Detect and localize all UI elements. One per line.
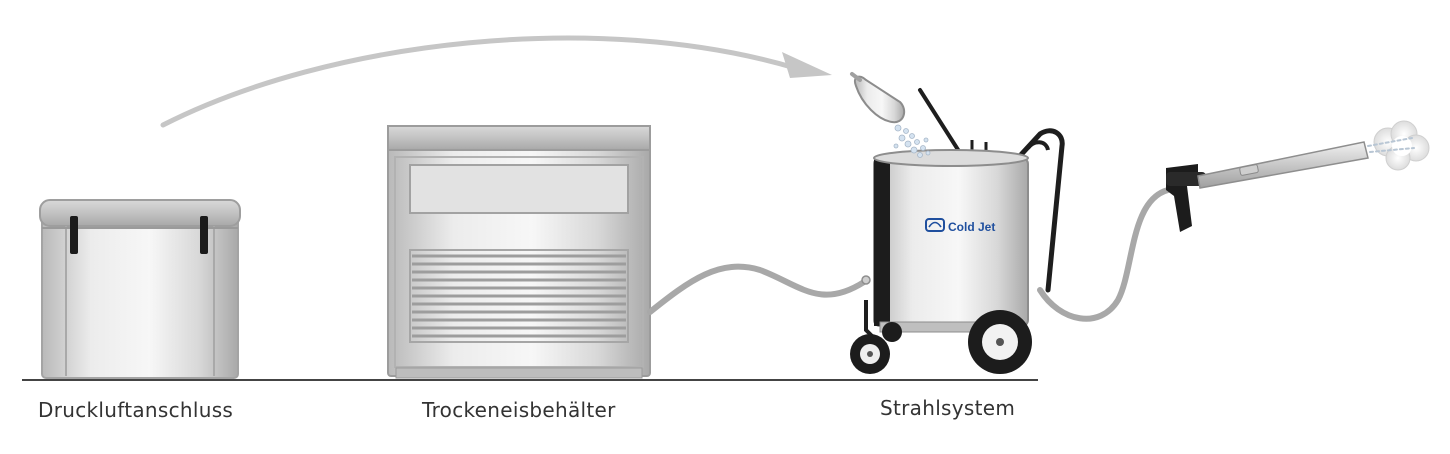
blast-gun: [1166, 164, 1206, 232]
supply-hose: [647, 263, 867, 315]
label-compressed-air: Druckluftanschluss: [38, 398, 234, 422]
cold-jet-logo-text: Cold Jet: [948, 220, 995, 234]
dry-ice-pellets: [893, 124, 931, 158]
vent-grille: [412, 254, 626, 338]
nozzle-wand: [1197, 141, 1369, 189]
dry-ice-container: [387, 125, 651, 379]
cold-jet-logo: Cold Jet: [925, 218, 995, 234]
ice-scoop: [850, 72, 906, 124]
rear-wheel: [968, 310, 1032, 374]
blast-cloud: [1367, 120, 1430, 171]
blast-system: Cold Jet: [850, 88, 1065, 374]
front-caster: [850, 300, 902, 374]
blast-hose: [1037, 187, 1171, 322]
label-blast-system: Strahlsystem: [880, 396, 1016, 420]
compressed-air-unit: [39, 199, 241, 379]
flow-arrow: [160, 35, 832, 128]
latch-right: [200, 216, 208, 254]
latch-left: [70, 216, 78, 254]
label-dry-ice-container: Trockeneisbehälter: [422, 398, 616, 422]
